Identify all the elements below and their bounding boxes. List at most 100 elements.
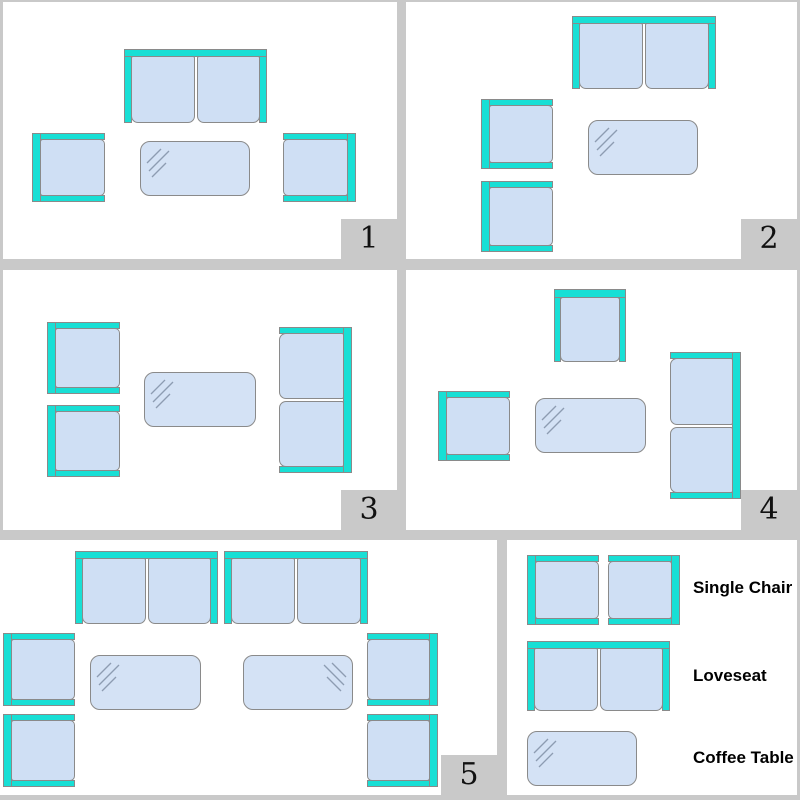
- seat-cushion: [535, 561, 599, 619]
- single-chair: [481, 99, 553, 169]
- chair-arm: [47, 387, 120, 394]
- coffee-table: [140, 141, 250, 196]
- chair-arm: [367, 699, 438, 706]
- table-glass-top: [527, 731, 637, 786]
- loveseat-back: [224, 551, 368, 559]
- panel-number: 3: [359, 492, 379, 527]
- chair-arm: [367, 780, 438, 787]
- seat-cushion: [489, 187, 553, 246]
- seat-cushion: [11, 720, 75, 781]
- panel-number: 5: [459, 757, 479, 792]
- seat-cushion: [670, 358, 733, 425]
- chair-arm: [47, 470, 120, 477]
- loveseat-arm: [259, 49, 267, 123]
- single-chair: [481, 181, 553, 252]
- loveseat: [224, 551, 368, 624]
- chair-arm: [527, 618, 599, 625]
- panel-number: 1: [359, 221, 379, 256]
- loveseat: [124, 49, 267, 123]
- chair-arm: [608, 618, 680, 625]
- loveseat: [572, 16, 716, 89]
- loveseat-arm: [708, 16, 716, 89]
- table-glass-top: [90, 655, 201, 710]
- coffee-table: [144, 372, 256, 427]
- layout-panel-1: 1: [3, 2, 397, 259]
- chair-arm: [438, 454, 510, 461]
- single-chair: [47, 405, 120, 477]
- table-glass-top: [588, 120, 698, 175]
- loveseat-arm: [210, 551, 218, 624]
- chair-arm: [619, 289, 626, 362]
- coffee-table: [527, 731, 637, 786]
- layout-panel-2: 2: [406, 2, 797, 259]
- panel-number-badge: 2: [741, 219, 797, 259]
- seat-cushion: [489, 105, 553, 163]
- table-glass-top: [243, 655, 353, 710]
- single-chair: [32, 133, 105, 202]
- glass-shine-icon: [150, 379, 174, 409]
- chair-back: [671, 555, 680, 625]
- seat-cushion: [11, 639, 75, 700]
- chair-back: [347, 133, 356, 202]
- loveseat-arm: [662, 641, 670, 711]
- single-chair: [367, 714, 438, 787]
- panel-number-badge: 3: [341, 490, 397, 530]
- loveseat-arm: [670, 492, 741, 499]
- seat-cushion: [131, 56, 195, 123]
- layout-panel-3: 3: [3, 270, 397, 530]
- layout-panel-5: 5: [0, 540, 497, 795]
- legend-label: Coffee Table: [693, 748, 794, 767]
- table-glass-top: [535, 398, 646, 453]
- glass-shine-icon: [146, 148, 170, 178]
- single-chair: [608, 555, 680, 625]
- seat-cushion: [196, 56, 260, 123]
- seat-cushion: [82, 558, 146, 624]
- seat-cushion: [446, 397, 510, 455]
- seat-cushion: [560, 297, 620, 362]
- seat-cushion: [645, 23, 709, 89]
- seat-cushion: [599, 648, 663, 711]
- loveseat-back: [75, 551, 218, 559]
- seat-cushion: [670, 426, 733, 493]
- table-glass-top: [140, 141, 250, 196]
- single-chair: [47, 322, 120, 394]
- single-chair: [3, 714, 75, 787]
- single-chair: [3, 633, 75, 706]
- single-chair: [438, 391, 510, 461]
- panel-number: 2: [759, 221, 779, 256]
- loveseat: [279, 327, 352, 473]
- glass-shine-icon: [533, 738, 557, 768]
- chair-arm: [3, 699, 75, 706]
- panel-number-badge: 5: [441, 755, 497, 795]
- glass-shine-icon: [96, 662, 120, 692]
- panel-number-badge: 1: [341, 219, 397, 259]
- seat-cushion: [367, 720, 430, 781]
- glass-shine-icon: [323, 662, 347, 692]
- chair-arm: [3, 780, 75, 787]
- legend-label: Loveseat: [693, 666, 767, 685]
- chair-back: [429, 633, 438, 706]
- loveseat-arm: [279, 466, 352, 473]
- seat-cushion: [283, 139, 348, 196]
- single-chair: [554, 289, 626, 362]
- panel-number: 4: [759, 492, 779, 527]
- loveseat-back: [572, 16, 716, 24]
- glass-shine-icon: [541, 405, 565, 435]
- seat-cushion: [534, 648, 598, 711]
- table-glass-top: [144, 372, 256, 427]
- seat-cushion: [579, 23, 643, 89]
- seat-cushion: [367, 639, 430, 700]
- chair-arm: [481, 162, 553, 169]
- single-chair: [367, 633, 438, 706]
- chair-arm: [283, 195, 356, 202]
- coffee-table: [535, 398, 646, 453]
- glass-shine-icon: [594, 127, 618, 157]
- single-chair: [527, 555, 599, 625]
- seat-cushion: [297, 558, 361, 624]
- loveseat-back: [343, 327, 352, 473]
- seat-cushion: [40, 139, 105, 196]
- loveseat-back: [732, 352, 741, 499]
- loveseat: [670, 352, 741, 499]
- chair-arm: [481, 245, 553, 252]
